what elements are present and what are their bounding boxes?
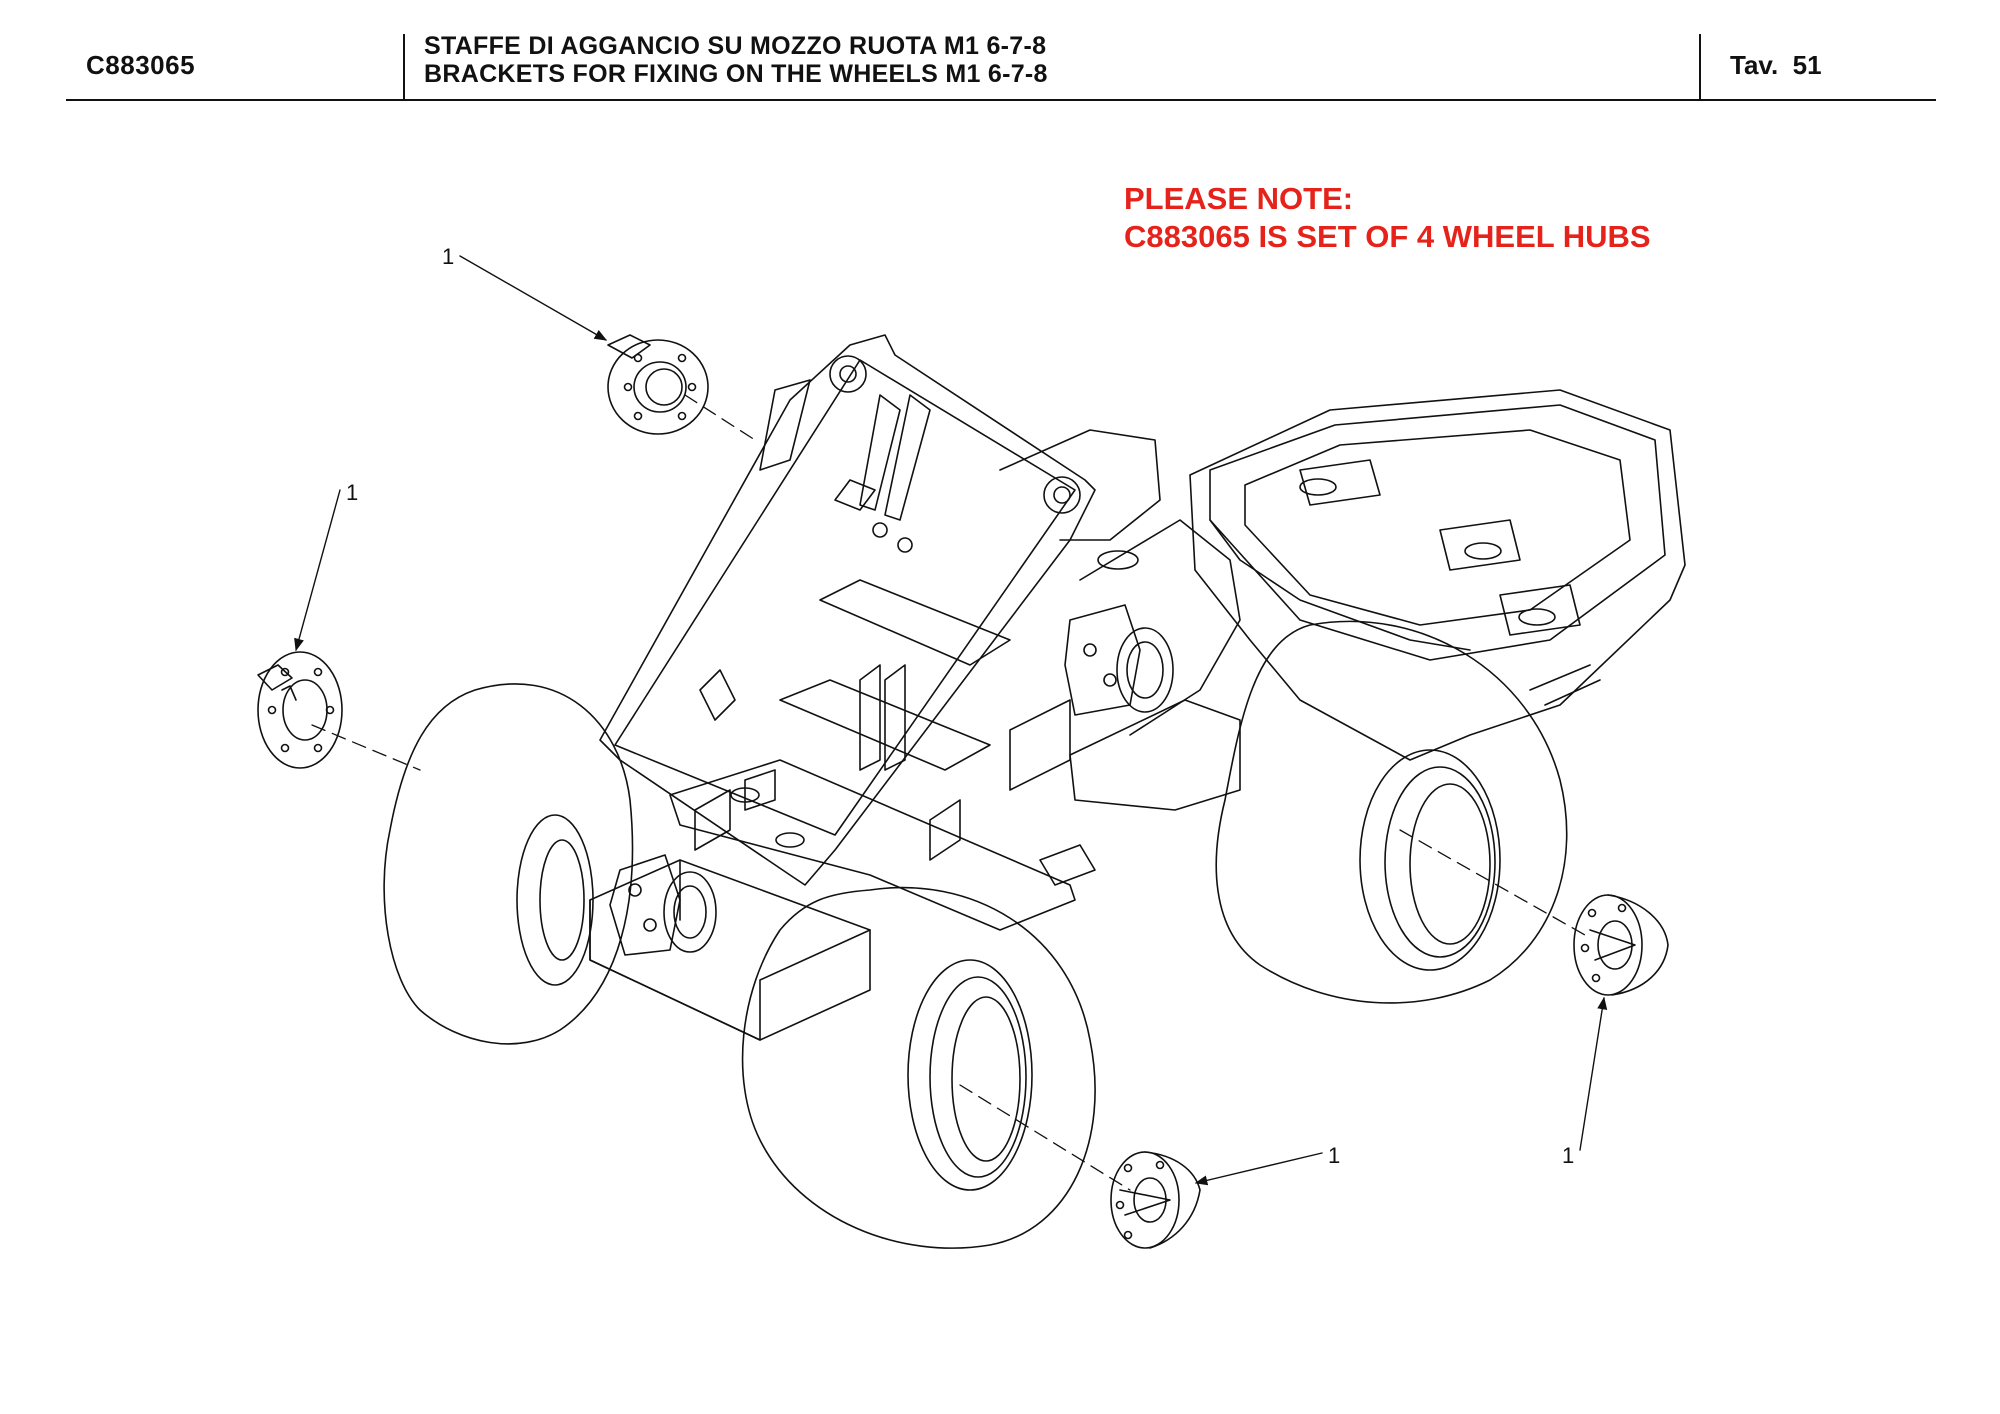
part-code: C883065: [86, 50, 196, 80]
hub-bracket-top: [607, 334, 709, 435]
hub-bracket-front: [1110, 1151, 1201, 1249]
wheel-rear-right: [1215, 620, 1568, 1004]
axis-lines: [311, 394, 1586, 1191]
header-rule: [66, 99, 1936, 101]
callout-left: 1: [346, 480, 359, 505]
wheel-rear-left: [383, 683, 634, 1045]
plate-number: Tav. 51: [1730, 50, 1822, 81]
wheel-front: [741, 886, 1096, 1249]
note-text: C883065 IS SET OF 4 WHEEL HUBS: [1124, 219, 1651, 254]
header-divider-right: [1699, 34, 1701, 100]
note-heading: PLEASE NOTE:: [1124, 181, 1354, 216]
hub-bracket-left: [257, 651, 343, 769]
header-divider-left: [403, 34, 405, 100]
leader-lines: [294, 255, 1608, 1186]
title-english: BRACKETS FOR FIXING ON THE WHEELS M1 6-7…: [424, 60, 1048, 88]
front-axle-body: [589, 759, 1096, 1041]
callout-top: 1: [442, 244, 455, 269]
rear-platform: [1189, 389, 1686, 761]
callout-front: 1: [1328, 1143, 1341, 1168]
callout-right: 1: [1562, 1143, 1575, 1168]
hub-motor-rear: [1064, 604, 1174, 716]
hub-bracket-right: [1573, 894, 1669, 996]
title-italian: STAFFE DI AGGANCIO SU MOZZO RUOTA M1 6-7…: [424, 32, 1047, 60]
hub-motor-front: [609, 854, 717, 956]
plate-value: 51: [1792, 50, 1822, 80]
loader-boom-frame: [599, 334, 1241, 886]
plate-label: Tav.: [1730, 50, 1779, 80]
